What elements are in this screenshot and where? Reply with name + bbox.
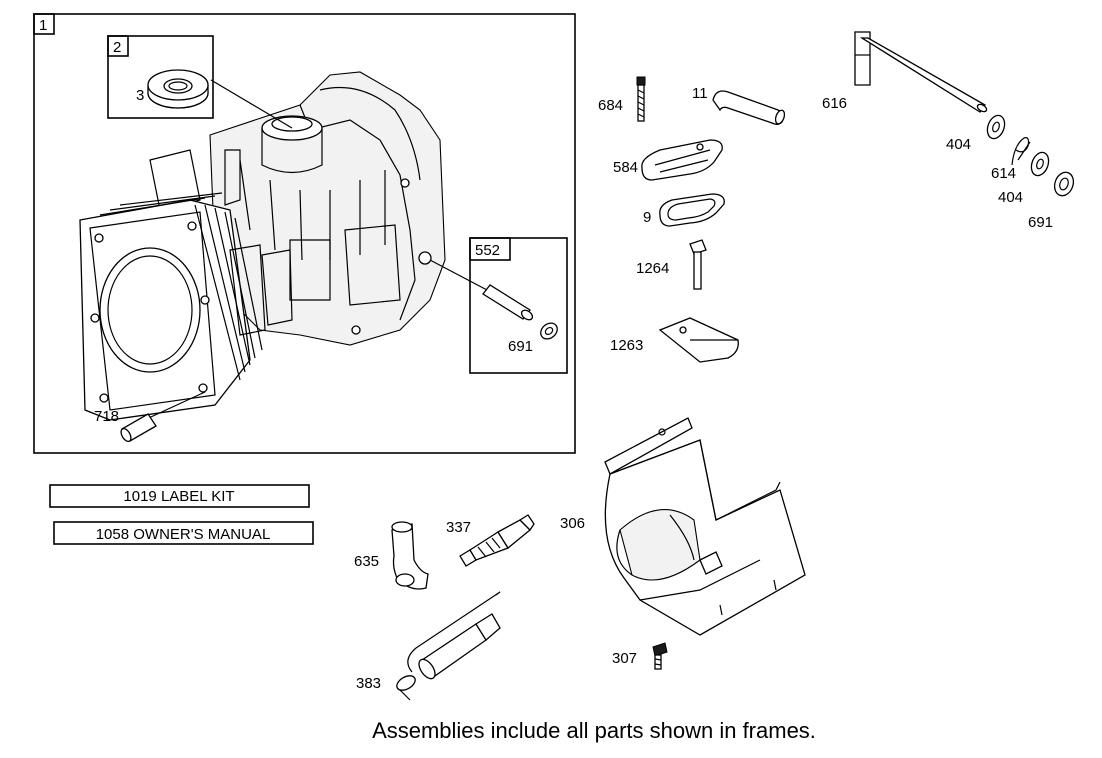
part-383-spark-tester: 383 bbox=[356, 591, 501, 701]
label-306: 306 bbox=[560, 515, 585, 532]
frame-1-engine-block-assembly: 1 bbox=[33, 13, 576, 454]
label-11: 11 bbox=[692, 85, 708, 102]
part-11-breather-tube: 11 bbox=[692, 85, 786, 125]
frame-552-number-box bbox=[469, 237, 511, 261]
label-718: 718 bbox=[94, 408, 119, 425]
label-614: 614 bbox=[991, 165, 1016, 182]
label-1263: 1263 bbox=[610, 337, 643, 354]
label-584: 584 bbox=[613, 159, 638, 176]
kit-owners-manual: 1058 OWNER'S MANUAL bbox=[53, 521, 314, 545]
part-307-screw: 307 bbox=[612, 642, 668, 670]
frame-1-number-box bbox=[33, 13, 55, 35]
frame-2-seal-group: 2 3 bbox=[107, 35, 293, 129]
label-337: 337 bbox=[446, 519, 471, 536]
engine-block-illustration bbox=[79, 71, 446, 421]
frame-2-number-box bbox=[107, 35, 129, 57]
part-584-breather-cover: 584 bbox=[613, 139, 723, 181]
frame-552-number: 552 bbox=[475, 242, 500, 259]
frame-552-dowel-group: 552 691 bbox=[429, 237, 568, 374]
frame-2-border bbox=[107, 35, 214, 119]
kit-label-kit: 1019 LABEL KIT bbox=[49, 484, 310, 508]
label-684: 684 bbox=[598, 97, 623, 114]
part-616-governor-shaft: 616 bbox=[822, 31, 988, 113]
part-552-dowel bbox=[482, 284, 534, 321]
label-3: 3 bbox=[136, 87, 144, 104]
label-691-frame: 691 bbox=[508, 338, 533, 355]
frame-1-number: 1 bbox=[39, 17, 47, 34]
footer-note: Assemblies include all parts shown in fr… bbox=[372, 718, 816, 743]
part-614-hairpin-clip: 614 bbox=[991, 137, 1031, 182]
part-691-nut: 691 bbox=[1028, 171, 1075, 231]
frame-1-border bbox=[33, 13, 576, 454]
part-718-dowel-pin: 718 bbox=[94, 391, 206, 443]
part-1264-screw: 1264 bbox=[636, 239, 707, 290]
frame-552-border bbox=[469, 237, 568, 374]
owners-manual-text: 1058 OWNER'S MANUAL bbox=[96, 526, 271, 543]
label-691: 691 bbox=[1028, 214, 1053, 231]
label-1264: 1264 bbox=[636, 260, 669, 277]
part-404-washer-b: 404 bbox=[998, 151, 1050, 206]
part-404-washer-a: 404 bbox=[946, 114, 1006, 153]
part-684-bolt: 684 bbox=[598, 76, 646, 122]
part-306-cylinder-shroud: 306 bbox=[560, 417, 806, 636]
label-616: 616 bbox=[822, 95, 847, 112]
frame-2-number: 2 bbox=[113, 39, 121, 56]
label-9: 9 bbox=[643, 209, 651, 226]
label-404-b: 404 bbox=[998, 189, 1023, 206]
label-307: 307 bbox=[612, 650, 637, 667]
part-337-spark-plug: 337 bbox=[446, 514, 535, 567]
label-383: 383 bbox=[356, 675, 381, 692]
part-1263-bracket: 1263 bbox=[610, 317, 739, 363]
label-635: 635 bbox=[354, 553, 379, 570]
label-kit-text: 1019 LABEL KIT bbox=[123, 488, 234, 505]
label-404-a: 404 bbox=[946, 136, 971, 153]
part-3-oil-seal bbox=[147, 69, 209, 109]
part-635-spark-plug-boot: 635 bbox=[354, 521, 429, 590]
part-9-gasket: 9 bbox=[643, 193, 725, 227]
part-691-nut-in-frame bbox=[540, 322, 558, 340]
